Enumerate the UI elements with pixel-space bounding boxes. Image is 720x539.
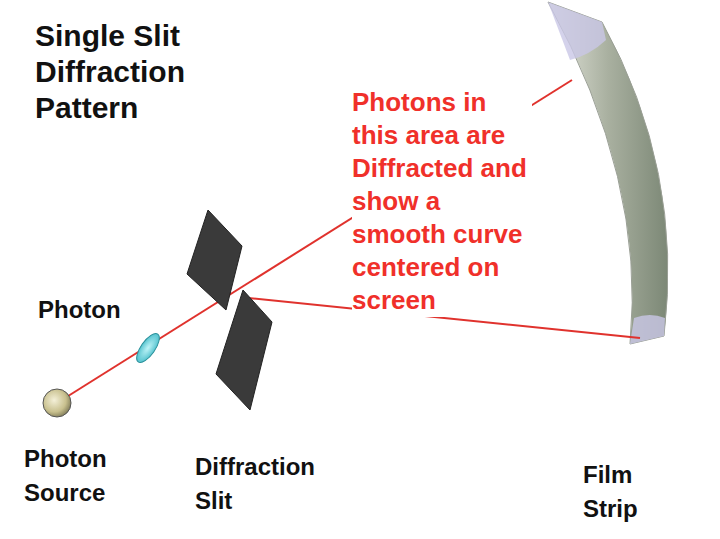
slit-plate xyxy=(216,290,272,410)
ray-line xyxy=(57,80,572,403)
slit-plate xyxy=(187,210,242,310)
film-label: Film Strip xyxy=(583,458,679,526)
note-text: Photons in this area are Diffracted and … xyxy=(352,86,532,317)
photon-symbol xyxy=(133,330,164,366)
source-label: Photon Source xyxy=(24,442,136,510)
film-edge xyxy=(548,2,606,60)
film-strip xyxy=(548,2,668,344)
photon-source xyxy=(43,389,71,417)
diagram-title: Single Slit Diffraction Pattern xyxy=(35,18,203,126)
photon-label: Photon xyxy=(38,295,148,325)
slit-label: Diffraction Slit xyxy=(195,450,343,518)
film-edge xyxy=(630,315,665,344)
